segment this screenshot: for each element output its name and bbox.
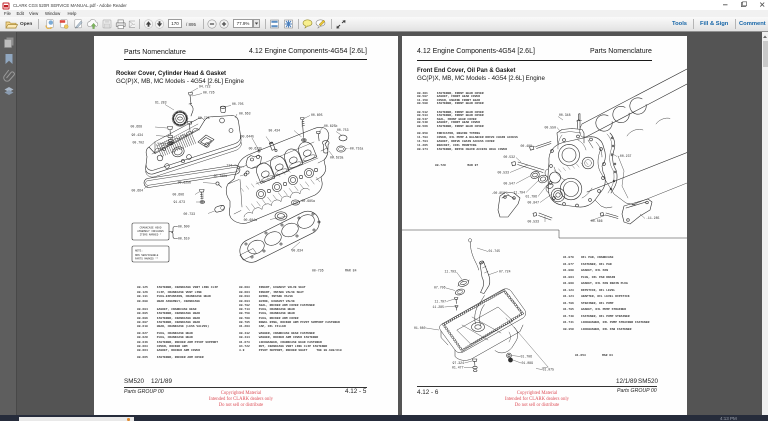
svg-text:01.745: 01.745	[489, 249, 501, 253]
svg-text:11.797: 11.797	[435, 300, 447, 304]
svg-text:00.705: 00.705	[232, 102, 244, 106]
svg-text:00.702: 00.702	[133, 141, 145, 145]
svg-text:00.547: 00.547	[504, 182, 516, 186]
svg-text:00.634: 00.634	[292, 249, 304, 253]
svg-text:ASSEMBLY INCLUDES: ASSEMBLY INCLUDES	[137, 230, 164, 233]
svg-text:00.753: 00.753	[337, 128, 349, 132]
svg-text:00.725: 00.725	[198, 116, 210, 120]
svg-text:-00.751a: -00.751a	[348, 147, 363, 151]
svg-text:00.685a: 00.685a	[302, 199, 315, 203]
svg-text:00.625b: 00.625b	[324, 124, 337, 128]
svg-text:00.708a: 00.708a	[214, 174, 227, 178]
svg-text:97.324: 97.324	[453, 361, 465, 365]
svg-text:90.434: 90.434	[269, 129, 281, 133]
svg-text:-00.850: -00.850	[492, 191, 505, 195]
svg-text:11.793: 11.793	[445, 270, 457, 274]
svg-text:-11.285: -11.285	[646, 216, 659, 220]
svg-text:07.706: 07.706	[434, 286, 446, 290]
svg-text:00.623b: 00.623b	[249, 147, 262, 151]
svg-text:ITEMS MARKED *: ITEMS MARKED *	[140, 233, 162, 237]
svg-text:00.623a: 00.623a	[330, 156, 343, 160]
svg-text:11.285: 11.285	[433, 305, 445, 309]
svg-text:01.796: 01.796	[526, 195, 538, 199]
svg-text:00.533: 00.533	[528, 220, 540, 224]
svg-text:00.348: 00.348	[559, 113, 571, 117]
svg-text:00.726: 00.726	[203, 91, 215, 95]
svg-text:11.794: 11.794	[514, 191, 526, 195]
svg-text:00.610: 00.610	[178, 237, 190, 241]
svg-text:90.434: 90.434	[132, 133, 144, 137]
svg-text:00-736: 00-736	[312, 269, 324, 273]
svg-text:00.550: 00.550	[545, 126, 557, 130]
svg-text:00.663: 00.663	[239, 112, 251, 116]
svg-text:00.606: 00.606	[173, 193, 185, 197]
svg-text:00.566: 00.566	[591, 219, 603, 223]
svg-text:MAR 84: MAR 84	[345, 269, 357, 273]
svg-text:94.722: 94.722	[199, 85, 211, 89]
svg-text:01.075: 01.075	[543, 368, 555, 372]
svg-text:07.724: 07.724	[499, 270, 511, 274]
svg-text:00.533: 00.533	[498, 171, 510, 175]
svg-text:114-: 114-	[226, 164, 234, 168]
svg-text:00.605: 00.605	[311, 113, 323, 117]
svg-text:01.706: 01.706	[521, 355, 533, 359]
svg-text:00.625b: 00.625b	[178, 181, 191, 185]
svg-text:00.847: 00.847	[528, 201, 540, 205]
svg-text:-00.237: -00.237	[618, 154, 631, 158]
svg-text:00.600: 00.600	[178, 225, 190, 229]
svg-text:61.283: 61.283	[155, 101, 167, 105]
svg-text:PARTS MARKED **: PARTS MARKED **	[135, 257, 159, 261]
svg-text:91.673: 91.673	[174, 200, 186, 204]
svg-text:00.684a: 00.684a	[244, 218, 257, 222]
svg-text:00.668: 00.668	[131, 125, 143, 129]
svg-text:01.477: 01.477	[452, 366, 464, 370]
svg-text:00.733: 00.733	[184, 212, 196, 216]
svg-text:00.664: 00.664	[132, 189, 144, 193]
svg-text:CRANKCASE HEAD: CRANKCASE HEAD	[140, 227, 162, 230]
svg-text:NOTE:: NOTE:	[135, 250, 143, 253]
svg-text:00.644b: 00.644b	[241, 135, 254, 139]
svg-text:00.480: 00.480	[521, 144, 533, 148]
svg-text:01.089: 01.089	[522, 361, 534, 365]
svg-text:NON SERVICEABLE: NON SERVICEABLE	[135, 254, 159, 257]
svg-text:01.080: 01.080	[414, 326, 426, 330]
svg-text:00.532: 00.532	[504, 155, 516, 159]
